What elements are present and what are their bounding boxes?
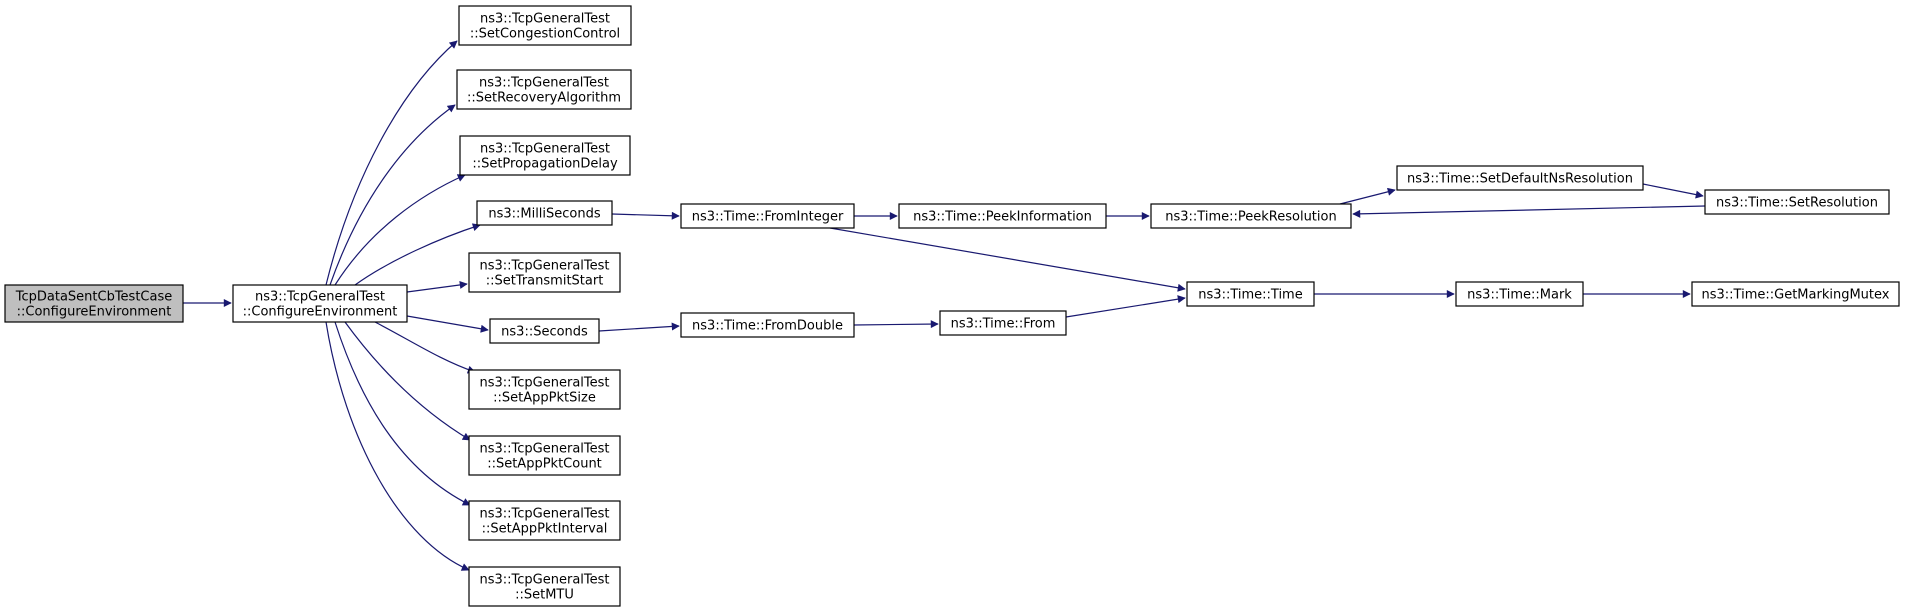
node-setpktinterval[interactable]: ns3::TcpGeneralTest::SetAppPktInterval: [468, 500, 621, 541]
node-box: [232, 284, 408, 323]
node-box: [459, 135, 631, 176]
node-label: ns3::TcpGeneralTest: [255, 290, 385, 305]
edge-peekres-to-setdefault: [1339, 187, 1396, 205]
edge-setdefault-to-setres: [1642, 183, 1704, 199]
node-millis[interactable]: ns3::MilliSeconds: [476, 200, 613, 226]
edge-configure-to-setrecovery: [329, 104, 456, 286]
edge-configure-to-setpktsize: [374, 321, 476, 374]
node-getmutex[interactable]: ns3::Time::GetMarkingMutex: [1691, 281, 1900, 307]
edge-millis-to-frominteger: [611, 211, 680, 220]
node-setpktcount[interactable]: ns3::TcpGeneralTest::SetAppPktCount: [468, 435, 621, 476]
node-label: ns3::Time::Time: [1198, 288, 1302, 303]
node-label: ns3::Time::SetDefaultNsResolution: [1407, 172, 1633, 187]
node-label: ::SetCongestionControl: [470, 27, 620, 42]
edge-configure-to-millis: [354, 223, 481, 286]
node-box: [468, 435, 621, 476]
node-label: ns3::TcpGeneralTest: [479, 76, 609, 91]
edge-configure-to-setmtu: [325, 321, 470, 571]
edge-frominteger-to-time: [829, 227, 1186, 292]
node-seconds[interactable]: ns3::Seconds: [489, 318, 600, 344]
edge-configure-to-setprop: [334, 174, 466, 286]
node-label: ::SetMTU: [515, 588, 574, 603]
edge-setres-to-peekres: [1352, 205, 1706, 218]
node-label: ns3::MilliSeconds: [488, 207, 601, 222]
edge-seconds-to-fromdouble: [598, 322, 680, 332]
node-peekres[interactable]: ns3::Time::PeekResolution: [1150, 203, 1352, 229]
node-label: ns3::Time::PeekResolution: [1165, 210, 1336, 225]
node-frominteger[interactable]: ns3::Time::FromInteger: [680, 203, 855, 229]
node-peekinfo[interactable]: ns3::Time::PeekInformation: [898, 203, 1107, 229]
edge-configure-to-setpktinterval: [334, 321, 471, 506]
node-box: [680, 203, 855, 229]
node-box: [468, 369, 621, 410]
node-label: ns3::TcpGeneralTest: [479, 573, 609, 588]
node-label: ::SetPropagationDelay: [472, 157, 618, 172]
edge-configure-to-setcc: [325, 40, 458, 286]
node-label: ns3::Time::From: [951, 317, 1056, 332]
node-label: ::SetAppPktInterval: [482, 522, 608, 537]
edge-configure-to-settxstart: [406, 280, 468, 293]
node-label: ns3::TcpGeneralTest: [479, 376, 609, 391]
node-label: ns3::Time::GetMarkingMutex: [1702, 288, 1890, 303]
edge-fromdouble-to-from: [853, 320, 939, 329]
node-from[interactable]: ns3::Time::From: [939, 310, 1067, 336]
node-configure[interactable]: ns3::TcpGeneralTest::ConfigureEnvironmen…: [232, 284, 408, 323]
edge-configure-to-setpktcount: [344, 321, 471, 441]
node-box: [456, 69, 632, 110]
node-label: ns3::Time::SetResolution: [1716, 196, 1878, 211]
nodes-layer: TcpDataSentCbTestCase::ConfigureEnvironm…: [4, 5, 1900, 607]
node-mark[interactable]: ns3::Time::Mark: [1455, 281, 1584, 307]
node-root[interactable]: TcpDataSentCbTestCase::ConfigureEnvironm…: [4, 284, 184, 323]
node-box: [1396, 165, 1644, 191]
node-box: [476, 200, 613, 226]
node-box: [1150, 203, 1352, 229]
node-box: [489, 318, 600, 344]
node-box: [1186, 281, 1315, 307]
node-setrecovery[interactable]: ns3::TcpGeneralTest::SetRecoveryAlgorith…: [456, 69, 632, 110]
node-label: ns3::Seconds: [501, 325, 588, 340]
node-setres[interactable]: ns3::Time::SetResolution: [1704, 189, 1890, 215]
node-label: ns3::TcpGeneralTest: [480, 12, 610, 27]
node-label: ::SetTransmitStart: [486, 274, 604, 289]
node-box: [458, 5, 632, 46]
node-settxstart[interactable]: ns3::TcpGeneralTest::SetTransmitStart: [468, 252, 621, 293]
node-box: [1455, 281, 1584, 307]
node-box: [1704, 189, 1890, 215]
node-label: ::ConfigureEnvironment: [243, 305, 398, 320]
node-box: [898, 203, 1107, 229]
node-label: ns3::TcpGeneralTest: [479, 442, 609, 457]
node-label: ns3::Time::FromInteger: [692, 210, 844, 225]
node-box: [468, 252, 621, 293]
edge-from-to-time: [1065, 295, 1186, 318]
node-label: ::SetAppPktCount: [487, 457, 602, 472]
node-box: [468, 566, 621, 607]
node-label: ::SetAppPktSize: [493, 391, 596, 406]
node-label: ns3::Time::Mark: [1467, 288, 1572, 303]
edge-configure-to-seconds: [406, 315, 489, 333]
node-label: ns3::Time::PeekInformation: [913, 210, 1092, 225]
node-setpktsize[interactable]: ns3::TcpGeneralTest::SetAppPktSize: [468, 369, 621, 410]
node-box: [680, 312, 855, 338]
node-label: ::ConfigureEnvironment: [17, 305, 172, 320]
node-time[interactable]: ns3::Time::Time: [1186, 281, 1315, 307]
node-label: ns3::Time::FromDouble: [692, 319, 843, 334]
node-box: [468, 500, 621, 541]
node-box: [4, 284, 184, 323]
node-setmtu[interactable]: ns3::TcpGeneralTest::SetMTU: [468, 566, 621, 607]
node-label: ns3::TcpGeneralTest: [479, 259, 609, 274]
node-box: [1691, 281, 1900, 307]
node-setprop[interactable]: ns3::TcpGeneralTest::SetPropagationDelay: [459, 135, 631, 176]
edges-layer: [183, 40, 1706, 571]
node-fromdouble[interactable]: ns3::Time::FromDouble: [680, 312, 855, 338]
node-box: [939, 310, 1067, 336]
node-label: ::SetRecoveryAlgorithm: [467, 91, 621, 106]
node-label: ns3::TcpGeneralTest: [480, 142, 610, 157]
node-label: ns3::TcpGeneralTest: [479, 507, 609, 522]
node-setcc[interactable]: ns3::TcpGeneralTest::SetCongestionContro…: [458, 5, 632, 46]
node-setdefault[interactable]: ns3::Time::SetDefaultNsResolution: [1396, 165, 1644, 191]
node-label: TcpDataSentCbTestCase: [15, 290, 173, 305]
